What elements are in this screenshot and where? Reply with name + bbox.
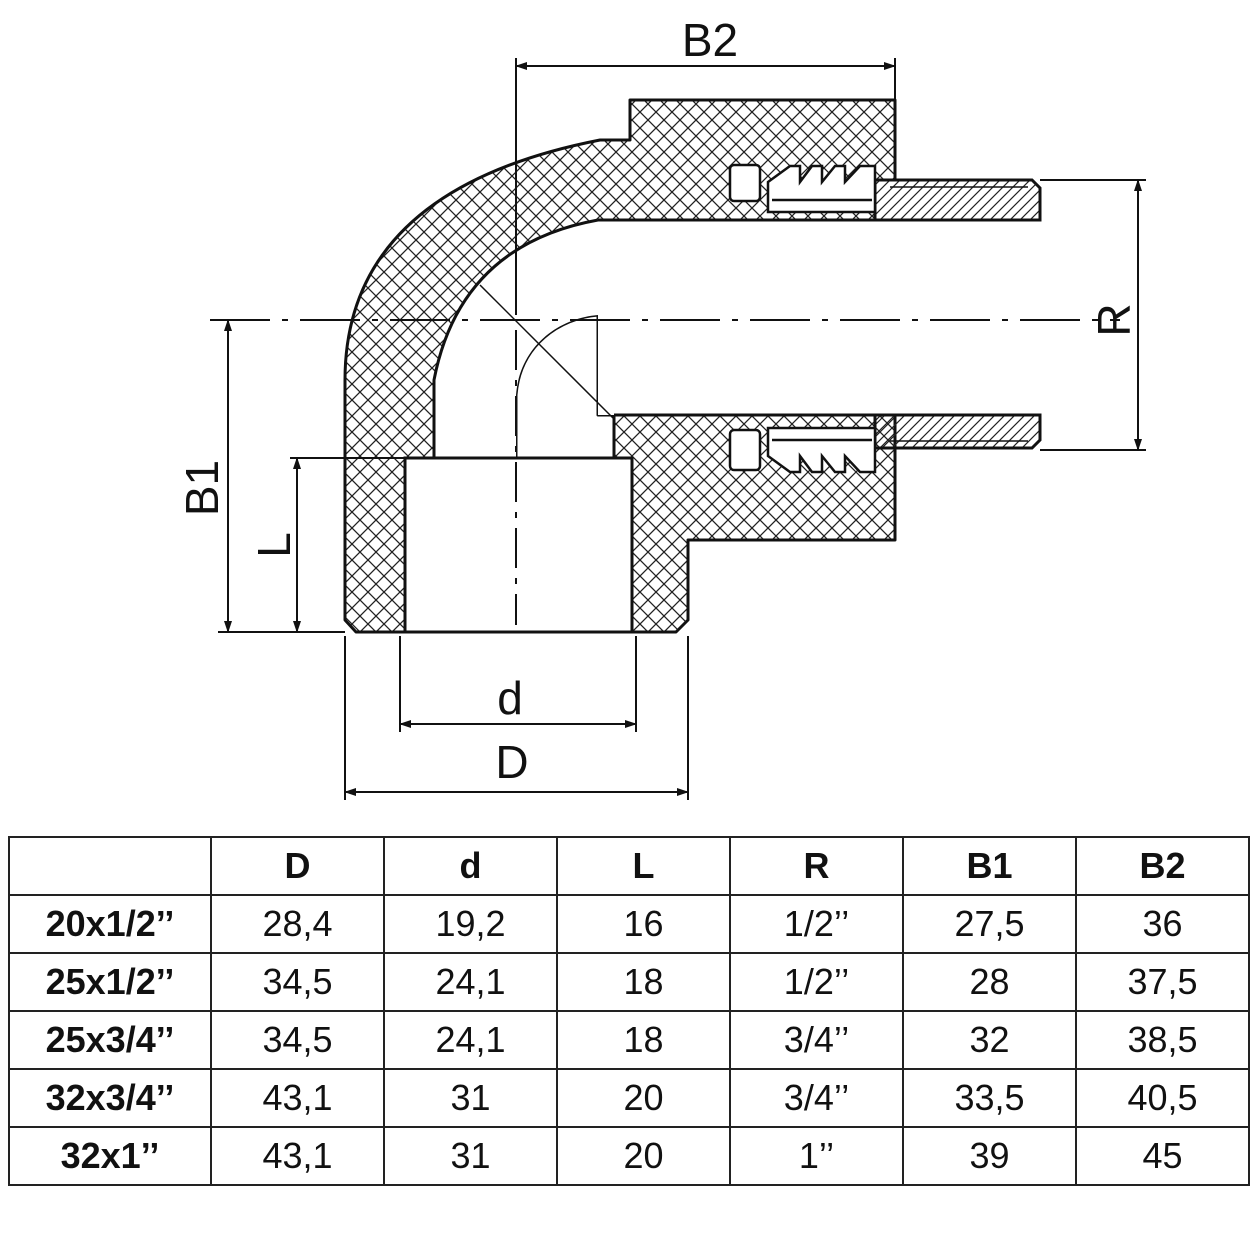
row-size-label: 25x3/4’’	[8, 1010, 212, 1070]
header-L: L	[556, 836, 731, 896]
cell-L: 20	[556, 1068, 731, 1128]
cell-d: 19,2	[383, 894, 558, 954]
row-size-label: 20x1/2’’	[8, 894, 212, 954]
cell-d: 24,1	[383, 1010, 558, 1070]
header-R: R	[729, 836, 904, 896]
cell-B2: 38,5	[1075, 1010, 1250, 1070]
dimensions-table: D d L R B1 B2 20x1/2’’ 28,4 19,2 16 1/2’…	[8, 836, 1250, 1186]
header-B1: B1	[902, 836, 1077, 896]
header-d: d	[383, 836, 558, 896]
cell-B2: 36	[1075, 894, 1250, 954]
cell-R: 1/2’’	[729, 952, 904, 1012]
cell-D: 34,5	[210, 952, 385, 1012]
dimension-R	[1040, 179, 1146, 451]
cell-D: 34,5	[210, 1010, 385, 1070]
cell-d: 31	[383, 1126, 558, 1186]
table-row: 32x3/4’’ 43,1 31 20 3/4’’ 33,5 40,5	[8, 1068, 1250, 1128]
dimension-d	[399, 636, 637, 732]
label-D: D	[495, 736, 528, 788]
socket-opening	[403, 456, 634, 634]
table-row: 25x1/2’’ 34,5 24,1 18 1/2’’ 28 37,5	[8, 952, 1250, 1012]
cell-R: 3/4’’	[729, 1068, 904, 1128]
cell-R: 1/2’’	[729, 894, 904, 954]
dimension-B1	[218, 319, 345, 633]
cell-B1: 28	[902, 952, 1077, 1012]
cell-B2: 37,5	[1075, 952, 1250, 1012]
cell-B1: 27,5	[902, 894, 1077, 954]
cell-d: 31	[383, 1068, 558, 1128]
label-d: d	[497, 672, 523, 724]
dimension-L	[290, 457, 405, 633]
cell-D: 43,1	[210, 1068, 385, 1128]
cell-B2: 45	[1075, 1126, 1250, 1186]
fitting-drawing: B2 R B1 L d D	[176, 14, 1146, 800]
table-row: 32x1’’ 43,1 31 20 1’’ 39 45	[8, 1126, 1250, 1186]
header-B2: B2	[1075, 836, 1250, 896]
cell-L: 18	[556, 1010, 731, 1070]
cell-L: 18	[556, 952, 731, 1012]
anchor-teeth-bottom	[728, 426, 877, 474]
dimension-D	[344, 636, 689, 800]
cell-B1: 33,5	[902, 1068, 1077, 1128]
elbow-bore	[598, 220, 1040, 415]
cell-d: 24,1	[383, 952, 558, 1012]
table-row: 20x1/2’’ 28,4 19,2 16 1/2’’ 27,5 36	[8, 894, 1250, 954]
cell-R: 1’’	[729, 1126, 904, 1186]
bore-outline	[432, 218, 599, 458]
cell-D: 43,1	[210, 1126, 385, 1186]
row-size-label: 32x1’’	[8, 1126, 212, 1186]
label-B1: B1	[176, 460, 228, 516]
table-header-row: D d L R B1 B2	[8, 836, 1250, 896]
cell-B2: 40,5	[1075, 1068, 1250, 1128]
header-D: D	[210, 836, 385, 896]
row-size-label: 32x3/4’’	[8, 1068, 212, 1128]
cell-L: 20	[556, 1126, 731, 1186]
row-size-label: 25x1/2’’	[8, 952, 212, 1012]
anchor-teeth-top	[728, 163, 877, 214]
table-row: 25x3/4’’ 34,5 24,1 18 3/4’’ 32 38,5	[8, 1010, 1250, 1070]
diagonal-construction-line	[479, 284, 616, 421]
label-B2: B2	[682, 14, 738, 66]
cell-L: 16	[556, 894, 731, 954]
label-L: L	[248, 532, 300, 558]
cell-B1: 39	[902, 1126, 1077, 1186]
header-size	[8, 836, 212, 896]
dimension-B2	[515, 58, 896, 315]
threaded-insert-top	[873, 178, 1042, 222]
threaded-insert-bottom	[873, 413, 1042, 450]
cell-B1: 32	[902, 1010, 1077, 1070]
label-R: R	[1088, 303, 1140, 336]
cell-D: 28,4	[210, 894, 385, 954]
cell-R: 3/4’’	[729, 1010, 904, 1070]
